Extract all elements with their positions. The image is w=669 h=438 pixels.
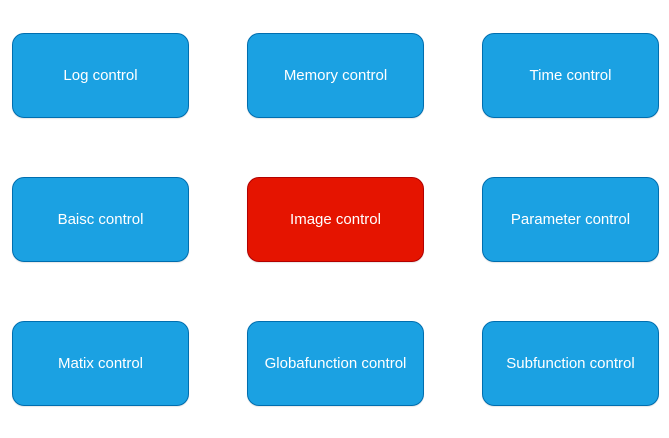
subfunction-control-button[interactable]: Subfunction control [482, 321, 659, 406]
image-control-label: Image control [290, 211, 381, 228]
log-control-label: Log control [63, 67, 138, 84]
log-control-button[interactable]: Log control [12, 33, 189, 118]
globalfunction-control-label: Globafunction control [264, 355, 407, 372]
image-control-button[interactable]: Image control [247, 177, 424, 262]
parameter-control-button[interactable]: Parameter control [482, 177, 659, 262]
memory-control-label: Memory control [283, 67, 388, 84]
parameter-control-label: Parameter control [510, 211, 631, 228]
matrix-control-label: Matix control [57, 355, 144, 372]
globalfunction-control-button[interactable]: Globafunction control [247, 321, 424, 406]
memory-control-button[interactable]: Memory control [247, 33, 424, 118]
subfunction-control-label: Subfunction control [506, 355, 635, 372]
time-control-label: Time control [529, 67, 612, 84]
basic-control-label: Baisc control [57, 211, 144, 228]
button-grid: Log control Memory control Time control … [12, 33, 659, 406]
basic-control-button[interactable]: Baisc control [12, 177, 189, 262]
time-control-button[interactable]: Time control [482, 33, 659, 118]
matrix-control-button[interactable]: Matix control [12, 321, 189, 406]
